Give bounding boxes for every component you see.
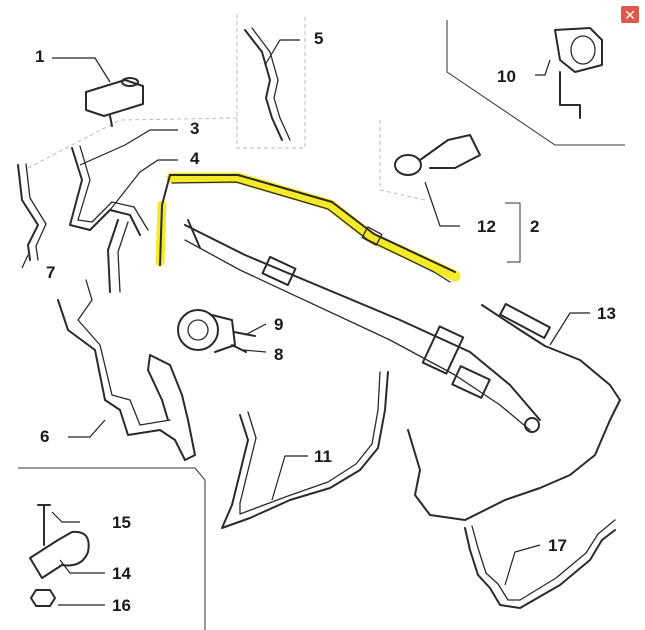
callout-1: 1 <box>35 47 44 66</box>
leader-1 <box>52 57 111 83</box>
hose-7-b <box>25 163 47 261</box>
callout-5: 5 <box>314 29 323 48</box>
reservoir-cap <box>121 77 139 87</box>
callout-8: 8 <box>274 345 283 364</box>
pipe-highlight <box>166 172 461 282</box>
divider-top-right <box>446 20 625 146</box>
belt-6-b <box>77 279 171 426</box>
callout-17: 17 <box>548 536 567 555</box>
reservoir-outlet <box>109 115 113 127</box>
callout-10: 10 <box>497 67 516 86</box>
leader-17 <box>504 544 541 586</box>
close-icon[interactable]: ✕ <box>624 8 636 24</box>
highlighted-pipe <box>155 172 461 283</box>
hose-5-b <box>251 27 291 141</box>
bracket-10 <box>554 27 603 119</box>
pipe-11 <box>221 371 389 529</box>
nut-16 <box>30 589 56 607</box>
rack-bellow-right <box>451 365 491 399</box>
hose-3 <box>69 147 141 236</box>
leader-4 <box>109 159 178 211</box>
bolt-8 <box>231 344 247 353</box>
rack-line-a <box>184 224 541 421</box>
leader-14 <box>59 559 105 574</box>
divider-bottom-left <box>18 467 206 630</box>
callout-16: 16 <box>112 596 131 615</box>
leader-12 <box>424 181 460 227</box>
hose-3-b <box>77 145 149 231</box>
bolt-9 <box>233 331 256 337</box>
rack-valve <box>421 325 465 375</box>
callout-3: 3 <box>190 119 199 138</box>
leader-5 <box>264 39 300 66</box>
leader-13 <box>549 312 590 346</box>
callout-9: 9 <box>274 315 283 334</box>
callout-2: 2 <box>530 217 539 236</box>
pipe-11-b <box>239 371 381 515</box>
bracket-body <box>554 27 603 73</box>
reservoir-body <box>85 79 144 117</box>
callout-4: 4 <box>190 149 200 168</box>
pump <box>177 309 256 353</box>
leader-6 <box>68 419 106 438</box>
clamp-body <box>419 134 481 169</box>
leader-3 <box>79 129 178 166</box>
close-button[interactable]: ✕ <box>621 6 639 24</box>
rack-line-b <box>184 239 531 431</box>
rack-bellow-left <box>261 255 297 287</box>
clamp-ring <box>394 154 422 176</box>
pipe-13 <box>407 304 621 521</box>
callout-12: 12 <box>477 217 496 236</box>
callout-7: 7 <box>46 263 55 282</box>
callout-15: 15 <box>112 513 131 532</box>
bracket-foot <box>559 71 581 119</box>
leader-7 <box>21 254 29 269</box>
belt-6 <box>57 299 196 461</box>
leader-11 <box>271 455 308 501</box>
dash-box-5 <box>236 14 306 149</box>
bolt-15 <box>37 504 51 546</box>
leader-10 <box>535 59 551 76</box>
callout-11: 11 <box>314 447 332 466</box>
leader-8 <box>242 349 267 353</box>
hose-4-b <box>117 221 129 293</box>
clamp-12 <box>394 134 481 176</box>
tie-rod-left <box>187 219 201 249</box>
hose-7 <box>17 164 39 261</box>
pump-hub <box>187 319 209 341</box>
pipe-13-damper <box>499 302 551 340</box>
dash-12 <box>379 120 426 201</box>
callout-6: 6 <box>40 427 49 446</box>
reservoir <box>85 77 144 127</box>
pipe-2-end <box>159 174 171 266</box>
leader-15 <box>51 511 80 523</box>
pipe-2-line-a <box>169 174 456 273</box>
steering-rack <box>184 219 541 433</box>
callout-14: 14 <box>112 564 131 583</box>
pipe-17-b <box>471 519 616 601</box>
hose-5 <box>244 29 283 141</box>
leader-9 <box>244 323 267 336</box>
pipe-17 <box>464 527 616 609</box>
bracket-12-2 <box>505 202 521 263</box>
pipe-2-line-b <box>171 181 451 283</box>
close-button-bg[interactable] <box>621 6 639 23</box>
pipe-2-clip <box>361 226 383 246</box>
fastener-set <box>29 504 90 607</box>
dash-left <box>27 117 241 169</box>
clamp-14 <box>29 530 90 579</box>
callout-13: 13 <box>597 304 616 323</box>
bracket-ring <box>570 35 596 65</box>
pump-pulley <box>177 309 219 351</box>
tie-rod-end <box>524 417 540 433</box>
hose-4 <box>107 219 119 293</box>
